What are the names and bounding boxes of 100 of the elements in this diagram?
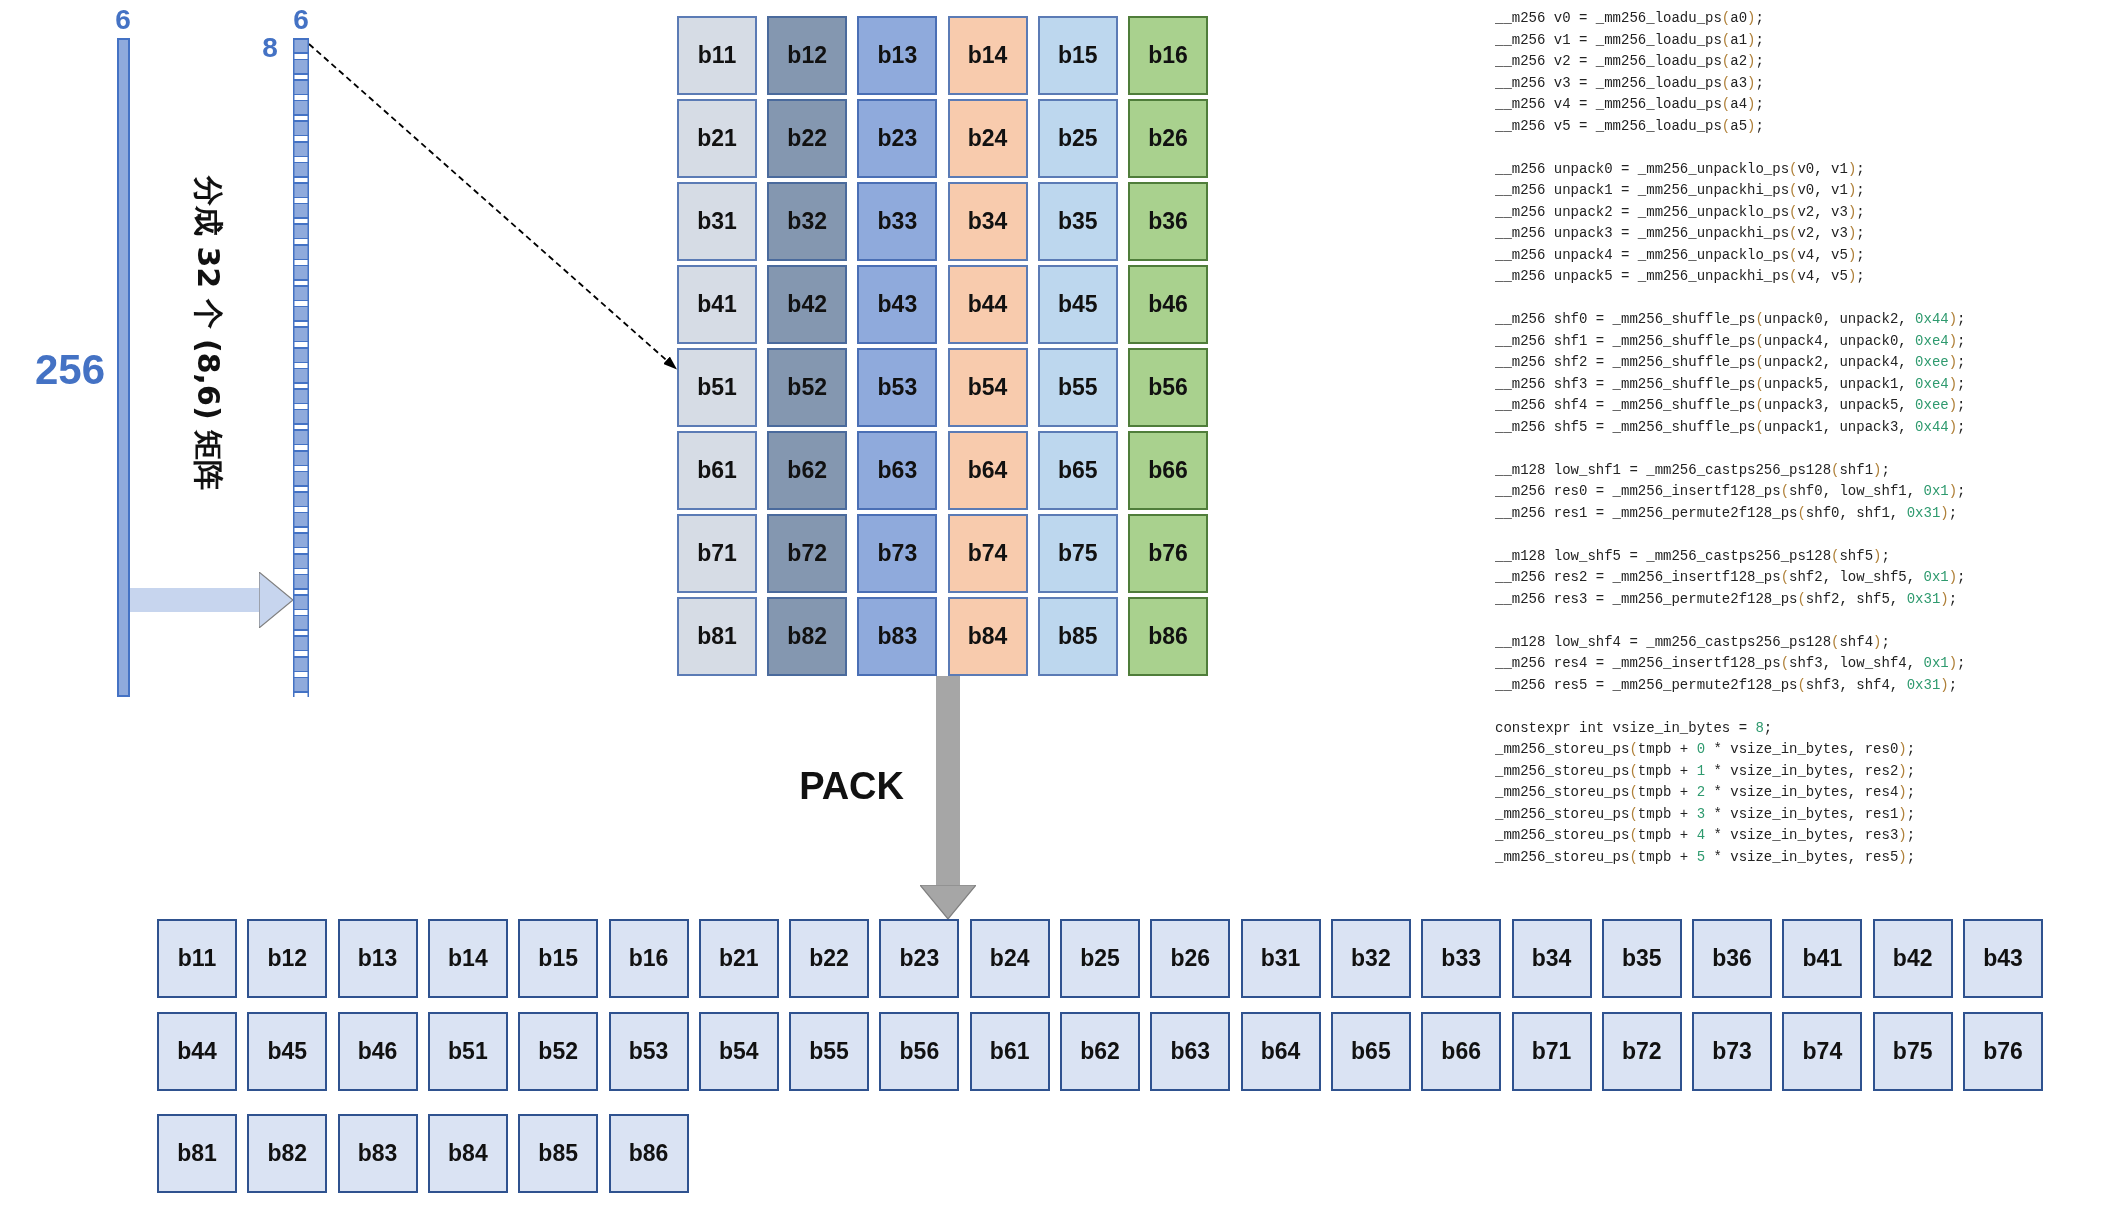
matrix-element-box: b83 — [857, 597, 938, 676]
matrix-element-box: b24 — [947, 99, 1028, 178]
matrix-element-box: b85 — [1037, 597, 1118, 676]
matrix-element-box: b34 — [947, 182, 1028, 261]
matrix-element-box: b42 — [767, 265, 848, 344]
matrix-element-box: b22 — [767, 99, 848, 178]
matrix-element-box: b11 — [677, 16, 757, 95]
matrix-element-box: b45 — [1037, 265, 1118, 344]
matrix-element-box: b16 — [1128, 16, 1208, 95]
vector-bar — [117, 38, 130, 697]
matrix-element-box: b56 — [1128, 348, 1208, 427]
packed-element-box: b42 — [1872, 919, 1953, 998]
packed-element-box: b82 — [247, 1114, 328, 1193]
packed-element-box: b34 — [1511, 919, 1592, 998]
code-line: __m256 unpack2 = _mm256_unpacklo_ps(v2, v3); — [1495, 202, 1865, 222]
packed-element-box: b71 — [1511, 1012, 1592, 1091]
code-line: _mm256_storeu_ps(tmpb + 2 * vsize_in_bytes, res4); — [1495, 783, 1916, 802]
code-line: __m256 unpack3 = _mm256_unpackhi_ps(v2, v3); — [1495, 224, 1865, 243]
packed-element-box: b16 — [608, 919, 689, 998]
matrix-element-box: b64 — [947, 431, 1028, 510]
packed-element-box: b43 — [1963, 919, 2043, 998]
packed-element-box: b55 — [789, 1012, 870, 1091]
packed-element-box: b14 — [427, 919, 508, 998]
matrix-element-box: b84 — [947, 597, 1028, 676]
packed-element-box: b35 — [1601, 919, 1682, 998]
matrix-element-box: b74 — [947, 514, 1028, 593]
packed-element-box: b75 — [1872, 1012, 1953, 1091]
matrix-element-box: b63 — [857, 431, 938, 510]
code-line: __m256 v2 = _mm256_loadu_ps(a2); — [1495, 52, 1764, 71]
matrix-element-box: b44 — [947, 265, 1028, 344]
packed-element-box: b46 — [337, 1012, 418, 1091]
code-line: __m256 shf1 = _mm256_shuffle_ps(unpack4, unpack0, 0xe4); — [1495, 331, 1966, 351]
packed-element-box: b56 — [879, 1012, 960, 1091]
packed-element-box: b74 — [1782, 1012, 1863, 1091]
packed-element-box: b84 — [427, 1114, 508, 1193]
matrix-element-box: b76 — [1128, 514, 1208, 593]
code-line: __m256 v0 = _mm256_loadu_ps(a0); — [1495, 9, 1764, 28]
annotation-text: 分成 32 个 (8,6) 矩阵 — [189, 175, 227, 491]
packed-element-box: b44 — [157, 1012, 237, 1091]
code-line: __m256 shf4 = _mm256_shuffle_ps(unpack3, unpack5, 0xee); — [1495, 396, 1966, 415]
code-line: __m256 unpack4 = _mm256_unpacklo_ps(v4, v5); — [1495, 245, 1865, 265]
matrix-element-box: b72 — [767, 514, 848, 593]
code-line: __m256 unpack0 = _mm256_unpacklo_ps(v0, v1); — [1495, 159, 1865, 179]
block-column — [293, 38, 309, 697]
code-line: __m256 unpack1 = _mm256_unpackhi_ps(v0, v1); — [1495, 181, 1865, 200]
packed-element-box: b23 — [879, 919, 960, 998]
packed-element-box: b85 — [518, 1114, 599, 1193]
matrix-element-box: b25 — [1037, 99, 1118, 178]
packed-element-box: b66 — [1421, 1012, 1502, 1091]
matrix-element-box: b12 — [767, 16, 848, 95]
packed-element-box: b15 — [518, 919, 599, 998]
code-line: __m256 v4 = _mm256_loadu_ps(a4); — [1495, 95, 1764, 114]
block-arrow — [919, 676, 977, 920]
code-line: constexpr int vsize_in_bytes = 8; — [1495, 718, 1773, 738]
packed-element-box: b86 — [608, 1114, 689, 1193]
code-line: _mm256_storeu_ps(tmpb + 5 * vsize_in_bytes, res5); — [1495, 847, 1916, 867]
matrix-element-box: b31 — [677, 182, 757, 261]
matrix-element-box: b32 — [767, 182, 848, 261]
packed-element-box: b83 — [337, 1114, 418, 1193]
dimension-label: 8 — [262, 32, 278, 64]
code-line: __m256 res0 = _mm256_insertf128_ps(shf0, low_shf1, 0x1); — [1495, 482, 1966, 501]
dimension-label: 256 — [34, 346, 106, 394]
code-line: __m256 res5 = _mm256_permute2f128_ps(shf3, shf4, 0x31); — [1495, 675, 1958, 695]
matrix-element-box: b54 — [947, 348, 1028, 427]
matrix-element-box: b55 — [1037, 348, 1118, 427]
packed-element-box: b73 — [1692, 1012, 1773, 1091]
code-line: _mm256_storeu_ps(tmpb + 0 * vsize_in_bytes, res0); — [1495, 740, 1916, 759]
matrix-element-box: b36 — [1128, 182, 1208, 261]
matrix-element-box: b53 — [857, 348, 938, 427]
matrix-element-box: b51 — [677, 348, 757, 427]
packed-element-box: b72 — [1601, 1012, 1682, 1091]
matrix-element-box: b41 — [677, 265, 757, 344]
matrix-element-box: b23 — [857, 99, 938, 178]
code-line: _mm256_storeu_ps(tmpb + 4 * vsize_in_bytes, res3); — [1495, 826, 1916, 845]
matrix-element-box: b62 — [767, 431, 848, 510]
matrix-element-box: b75 — [1037, 514, 1118, 593]
packed-element-box: b52 — [518, 1012, 599, 1091]
block-arrow — [130, 571, 294, 629]
matrix-element-box: b73 — [857, 514, 938, 593]
packed-element-box: b54 — [698, 1012, 779, 1091]
packed-element-box: b25 — [1060, 919, 1140, 998]
code-line: __m256 res3 = _mm256_permute2f128_ps(shf2, shf5, 0x31); — [1495, 589, 1958, 609]
dimension-label: 6 — [293, 4, 309, 36]
packed-element-box: b21 — [698, 919, 779, 998]
packed-element-box: b62 — [1060, 1012, 1140, 1091]
packed-element-box: b64 — [1240, 1012, 1321, 1091]
matrix-element-box: b35 — [1037, 182, 1118, 261]
matrix-element-box: b61 — [677, 431, 757, 510]
code-line: __m256 shf3 = _mm256_shuffle_ps(unpack5, unpack1, 0xe4); — [1495, 374, 1966, 394]
code-line: __m256 res1 = _mm256_permute2f128_ps(shf0, shf1, 0x31); — [1495, 503, 1958, 523]
matrix-element-box: b65 — [1037, 431, 1118, 510]
packed-element-box: b36 — [1692, 919, 1773, 998]
matrix-element-box: b66 — [1128, 431, 1208, 510]
matrix-element-box: b26 — [1128, 99, 1208, 178]
code-line: __m256 v5 = _mm256_loadu_ps(a5); — [1495, 116, 1764, 136]
packed-element-box: b33 — [1421, 919, 1502, 998]
code-line: __m128 low_shf5 = _mm256_castps256_ps128(shf5); — [1495, 546, 1890, 566]
matrix-element-box: b43 — [857, 265, 938, 344]
code-line: __m128 low_shf4 = _mm256_castps256_ps128(shf4); — [1495, 632, 1890, 652]
packed-element-box: b26 — [1150, 919, 1231, 998]
